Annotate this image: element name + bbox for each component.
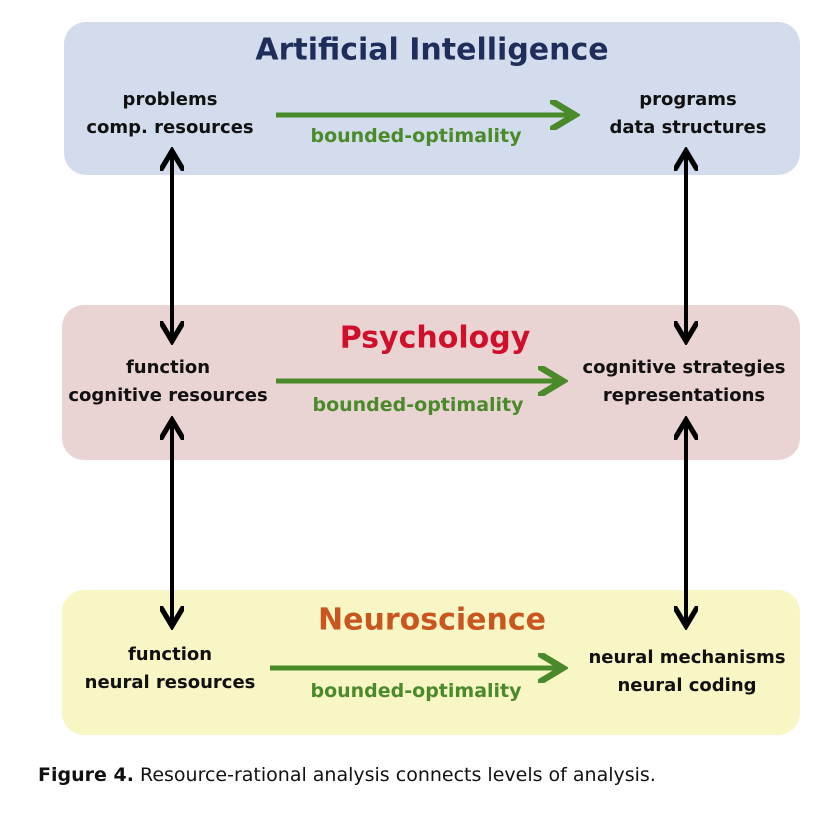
- ai-title: Artificial Intelligence: [255, 32, 609, 68]
- caption-text: Resource-rational analysis connects leve…: [133, 764, 656, 786]
- neuroscience-title: Neuroscience: [318, 602, 546, 638]
- psychology-title: Psychology: [339, 320, 531, 356]
- caption-label: Figure 4.: [38, 764, 134, 786]
- psych-arrow-label: bounded-optimality: [312, 394, 524, 416]
- ai-arrow-label: bounded-optimality: [310, 125, 522, 147]
- figure-caption: Figure 4. Resource-rational analysis con…: [38, 764, 656, 786]
- neuro-arrow-label: bounded-optimality: [310, 680, 522, 702]
